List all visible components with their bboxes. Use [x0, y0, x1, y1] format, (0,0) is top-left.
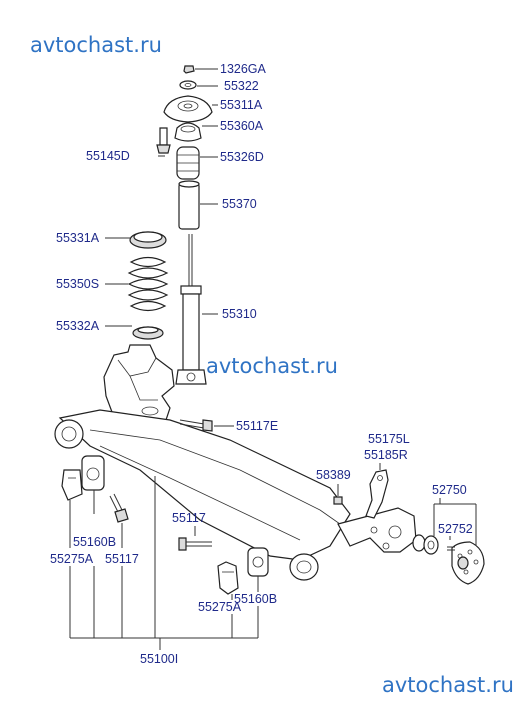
part-bolt-55117-left[interactable] — [109, 493, 129, 548]
callout-55322[interactable]: 55322 — [224, 79, 259, 93]
part-dust-cover-55370[interactable] — [178, 180, 218, 230]
callout-55275A-right[interactable]: 55275A — [198, 600, 242, 614]
part-bolt-55117-center[interactable] — [178, 526, 212, 551]
part-insulator-55360A[interactable] — [174, 122, 218, 142]
callout-55117E[interactable]: 55117E — [236, 419, 278, 433]
callout-55350S[interactable]: 55350S — [56, 277, 99, 291]
callout-55117-left[interactable]: 55117 — [105, 552, 139, 566]
part-rear-axle-55100I[interactable] — [54, 344, 417, 581]
watermark-bottom-right: avtochast.ru — [382, 673, 514, 697]
callout-55275A-left[interactable]: 55275A — [50, 552, 94, 566]
part-bracket-55175L-55185R[interactable] — [365, 463, 389, 519]
callout-58389[interactable]: 58389 — [316, 468, 351, 482]
part-spring-pad-55332A[interactable] — [105, 325, 164, 340]
part-bolt-58389[interactable] — [333, 484, 343, 505]
part-bolt-55145D[interactable] — [156, 127, 171, 157]
callout-55370[interactable]: 55370 — [222, 197, 257, 211]
callout-55311A[interactable]: 55311A — [220, 98, 263, 112]
part-bushing-55160B-right[interactable] — [247, 547, 269, 592]
callout-55117-center[interactable]: 55117 — [172, 511, 206, 525]
part-coil-spring-55350S[interactable] — [105, 256, 169, 312]
callout-55100I[interactable]: 55100I — [140, 652, 178, 666]
part-mount-55311A[interactable] — [163, 95, 218, 123]
callout-55160B-left[interactable]: 55160B — [73, 535, 116, 549]
part-spring-pad-55331A[interactable] — [105, 231, 167, 249]
callout-55185R[interactable]: 55185R — [364, 448, 408, 462]
callout-1326GA[interactable]: 1326GA — [220, 62, 267, 76]
part-washer-55322[interactable] — [179, 80, 218, 90]
callout-leader-55100I — [69, 476, 259, 650]
callout-55160B-right[interactable]: 55160B — [234, 592, 277, 606]
part-bracket-55275A-left[interactable] — [61, 469, 83, 548]
callout-55145D[interactable]: 55145D — [86, 149, 130, 163]
watermark-top-left: avtochast.ru — [30, 33, 162, 57]
callout-55310[interactable]: 55310 — [222, 307, 257, 321]
watermark-middle: avtochast.ru — [206, 354, 338, 378]
part-hub-bearing-52750[interactable] — [412, 534, 485, 585]
part-bracket-55275A-right[interactable] — [217, 561, 239, 600]
callout-55175L[interactable]: 55175L — [368, 432, 410, 446]
callout-52750[interactable]: 52750 — [432, 483, 467, 497]
part-bushing-55160B-left[interactable] — [81, 455, 105, 514]
callout-55331A[interactable]: 55331A — [56, 231, 100, 245]
part-bolt-55117E[interactable] — [179, 419, 234, 432]
callout-55326D[interactable]: 55326D — [220, 150, 264, 164]
part-shock-absorber-55310[interactable] — [175, 234, 218, 385]
part-bump-stopper-55326D[interactable] — [176, 146, 218, 180]
part-nut-1326GA[interactable] — [183, 65, 218, 74]
callout-leader-52750 — [433, 498, 477, 546]
callout-55360A[interactable]: 55360A — [220, 119, 264, 133]
callout-55332A[interactable]: 55332A — [56, 319, 100, 333]
callout-52752[interactable]: 52752 — [438, 522, 473, 536]
